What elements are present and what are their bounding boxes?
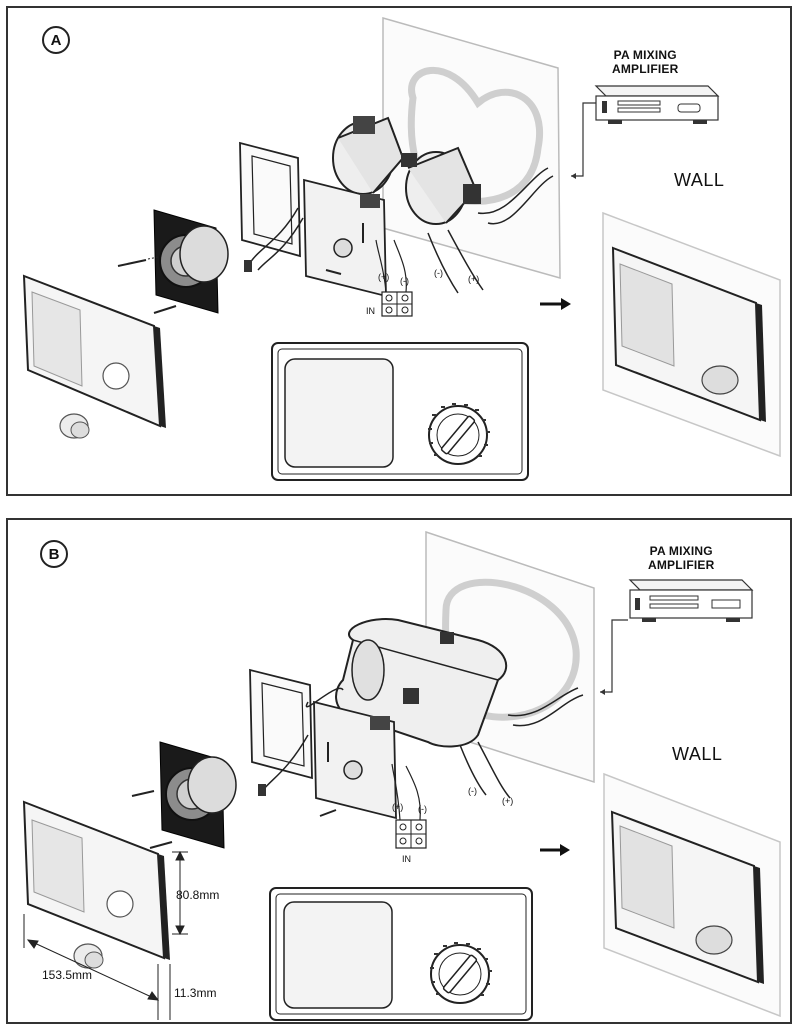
- control-detail-inset: [269, 887, 533, 1021]
- wire-label-plus: (+): [392, 802, 404, 812]
- wire-label-out-minus: (-): [468, 786, 477, 796]
- amp-connection-line: [571, 102, 598, 177]
- double-back-box: [335, 618, 508, 748]
- amplifier-label-line2: AMPLIFIER: [648, 558, 715, 572]
- wire-label-minus: (-): [400, 276, 409, 286]
- wire-to-amp: [507, 687, 579, 717]
- screw-lower: [149, 841, 173, 849]
- screw-plate: [325, 269, 342, 275]
- screw-plate: [319, 809, 337, 817]
- volume-control-plate: [313, 700, 397, 820]
- installation-drawing-b: [22, 530, 781, 1021]
- volume-control-plate: [303, 178, 387, 298]
- dimension-height-label: 80.8mm: [176, 888, 220, 902]
- amp-connection-line: [600, 619, 628, 693]
- diagram-panel-b: B PA MIXING AMPLIFIER WALL (+) (-) (-) (…: [6, 518, 792, 1024]
- wire-minus: [459, 744, 487, 796]
- wire-plus: [477, 741, 511, 799]
- back-box-left: [332, 116, 405, 195]
- amplifier-unit: [628, 579, 754, 622]
- diagram-panel-a: A PA MIXING AMPLIFIER WALL (+) (-) (-) (…: [6, 6, 792, 496]
- wall-label: WALL: [672, 744, 723, 764]
- panel-badge: B: [40, 540, 68, 568]
- input-label: IN: [402, 854, 411, 864]
- mounting-frame: [249, 668, 313, 780]
- front-face-plate: [22, 800, 170, 960]
- control-detail-inset: [271, 342, 529, 481]
- input-label: IN: [366, 306, 375, 316]
- input-terminal-block: [395, 819, 427, 849]
- assembled-wall-view: [602, 211, 781, 458]
- screw-upper: [131, 790, 155, 797]
- amplifier-unit: [594, 85, 720, 124]
- wire-plus: [447, 229, 484, 291]
- amplifier-label: PA MIXING AMPLIFIER: [612, 48, 678, 76]
- assembly-arrow: [540, 844, 570, 856]
- wall-label: WALL: [674, 170, 725, 190]
- amplifier-label: PA MIXING AMPLIFIER: [648, 544, 714, 572]
- wire-label-plus: (+): [378, 272, 390, 282]
- volume-knob: [59, 413, 90, 439]
- assembled-wall-view: [603, 772, 781, 1018]
- screw-lower: [153, 305, 177, 314]
- amplifier-label-line1: PA MIXING: [649, 544, 713, 558]
- front-face-plate: [22, 274, 166, 428]
- panel-badge: A: [42, 26, 70, 54]
- wall-plane: [382, 17, 561, 279]
- amplifier-label-line1: PA MIXING: [613, 48, 677, 62]
- wire-label-minus: (-): [418, 804, 427, 814]
- wire-label-out-minus: (-): [434, 268, 443, 278]
- dimension-lines: [23, 850, 188, 1020]
- wire-label-out-plus: (+): [468, 274, 480, 284]
- screw-upper: [117, 256, 159, 267]
- dimension-depth-label: 11.3mm: [174, 986, 217, 1000]
- wire-minus: [427, 232, 459, 294]
- speaker-driver: [153, 209, 229, 314]
- back-box-right: [401, 146, 481, 225]
- installation-drawing-a: [22, 17, 781, 481]
- mounting-frame: [239, 141, 301, 258]
- wire-to-amp: [477, 167, 549, 214]
- speaker-driver: [159, 741, 237, 849]
- assembly-arrow: [540, 298, 571, 310]
- dimension-width-label: 153.5mm: [42, 968, 93, 982]
- wire-label-out-plus: (+): [502, 796, 514, 806]
- input-terminal-block: [381, 291, 413, 317]
- amplifier-label-line2: AMPLIFIER: [612, 62, 679, 76]
- volume-knob: [73, 943, 104, 969]
